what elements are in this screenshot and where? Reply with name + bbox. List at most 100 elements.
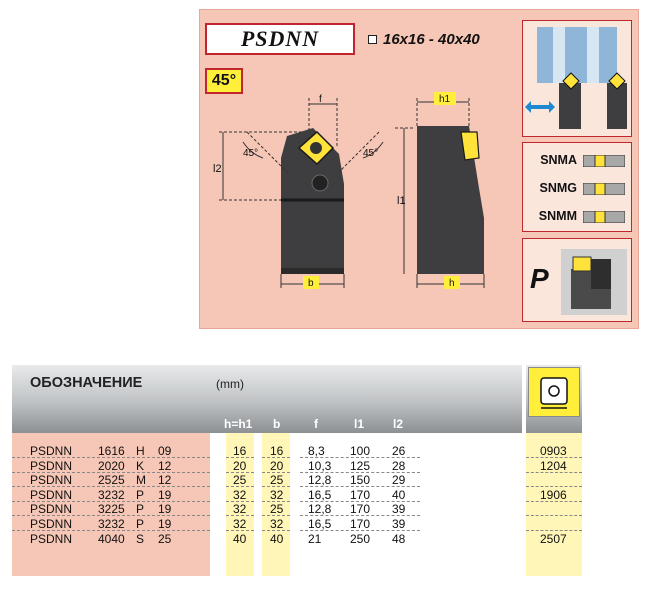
row-divider [226, 500, 254, 502]
row-divider [12, 471, 210, 473]
designation-column [12, 433, 210, 576]
cell-insert: 0903 [540, 444, 567, 458]
dim-label-f: f [319, 94, 322, 105]
cell-l2: 29 [392, 473, 406, 488]
cell-len: 12 [158, 473, 172, 488]
cell-name: PSDNN [30, 502, 73, 517]
b-column-highlight [262, 433, 290, 576]
cell-b: 20 [270, 458, 284, 473]
cell-l1: 170 [350, 487, 371, 502]
row-divider [262, 500, 290, 502]
row-divider [300, 457, 420, 458]
cell-f: 12,8 [308, 473, 332, 488]
cell-b: 40 [270, 531, 284, 546]
insert-type-label: SNMM [538, 209, 577, 223]
cell-h: 32 [233, 502, 247, 517]
row-divider [300, 515, 420, 517]
cell-len: 09 [158, 444, 172, 458]
cell-letter: P [136, 517, 145, 531]
row-divider [526, 515, 582, 517]
column-header-f: f [314, 417, 318, 431]
cell-b: 16 [270, 444, 284, 458]
cell-size: 3225 [98, 502, 125, 517]
cell-name: PSDNN [30, 473, 73, 488]
cell-name: PSDNN [30, 444, 73, 458]
insert-row: SNMG [539, 181, 626, 196]
cell-l1: 170 [350, 502, 371, 517]
row-divider [300, 530, 420, 531]
material-panel [522, 238, 632, 322]
row-divider [12, 515, 210, 517]
cell-h: 32 [233, 517, 247, 531]
size-range: 16x16 - 40x40 [368, 31, 480, 48]
cell-size: 4040 [98, 531, 125, 546]
cell-name: PSDNN [30, 487, 73, 502]
insert-column-highlight [526, 433, 582, 576]
row-divider [526, 500, 582, 502]
row-divider [12, 457, 210, 458]
approach-angle-text: 45° [211, 72, 237, 89]
row-divider [262, 486, 290, 488]
row-divider [526, 530, 582, 531]
cell-h: 20 [233, 458, 247, 473]
row-divider [226, 471, 254, 473]
cell-h: 32 [233, 487, 247, 502]
insert-profile-icon [582, 210, 626, 224]
row-divider [12, 486, 210, 488]
cell-len: 19 [158, 502, 172, 517]
machining-diagram [525, 27, 627, 129]
cell-insert: 2507 [540, 531, 567, 546]
cell-f: 12,8 [308, 502, 332, 517]
cell-size: 1616 [98, 444, 125, 458]
dim-label-l2: l2 [213, 163, 222, 175]
cell-b: 25 [270, 502, 284, 517]
cell-len: 12 [158, 458, 172, 473]
row-divider [12, 530, 210, 531]
cell-letter: M [136, 473, 146, 488]
insert-types-panel: SNMA SNMG SNMM [522, 142, 632, 232]
cell-letter: S [136, 531, 145, 546]
machine-diagram-panel [522, 20, 632, 137]
tool-holder-drawing: f h1 l2 l1 b h 45° 45° [213, 92, 485, 289]
cell-letter: H [136, 444, 145, 458]
cell-insert: 1906 [540, 487, 567, 502]
dim-label-h: h [449, 278, 455, 289]
cell-l2: 39 [392, 502, 406, 517]
dim-label-h1: h1 [439, 94, 451, 105]
cell-name: PSDNN [30, 458, 73, 473]
cell-l1: 100 [350, 444, 371, 458]
product-title: PSDNN [240, 26, 320, 51]
row-divider [300, 486, 420, 488]
angle-label-right: 45° [363, 148, 378, 159]
insert-row: SNMA [540, 153, 626, 168]
cell-f: 21 [308, 531, 322, 546]
cell-size: 2525 [98, 473, 125, 488]
square-shank-icon [368, 35, 377, 44]
row-divider [262, 515, 290, 517]
cell-l1: 125 [350, 458, 371, 473]
cell-h: 40 [233, 531, 247, 546]
table-unit: (mm) [216, 377, 244, 391]
cell-h: 16 [233, 444, 247, 458]
row-divider [262, 530, 290, 531]
row-divider [226, 515, 254, 517]
cell-letter: P [136, 487, 145, 502]
insert-type-label: SNMG [539, 181, 578, 195]
table-header [12, 365, 522, 433]
cell-f: 8,3 [308, 444, 325, 458]
column-header-l1: l1 [354, 417, 365, 431]
dim-label-b: b [308, 278, 314, 289]
square-insert-icon [528, 367, 580, 417]
angle-label-left: 45° [243, 148, 258, 159]
cell-b: 32 [270, 487, 284, 502]
clamping-diagram [561, 249, 627, 315]
cell-l2: 39 [392, 517, 406, 531]
dim-label-l1: l1 [397, 195, 406, 207]
cell-l1: 250 [350, 531, 371, 546]
row-divider [526, 471, 582, 473]
